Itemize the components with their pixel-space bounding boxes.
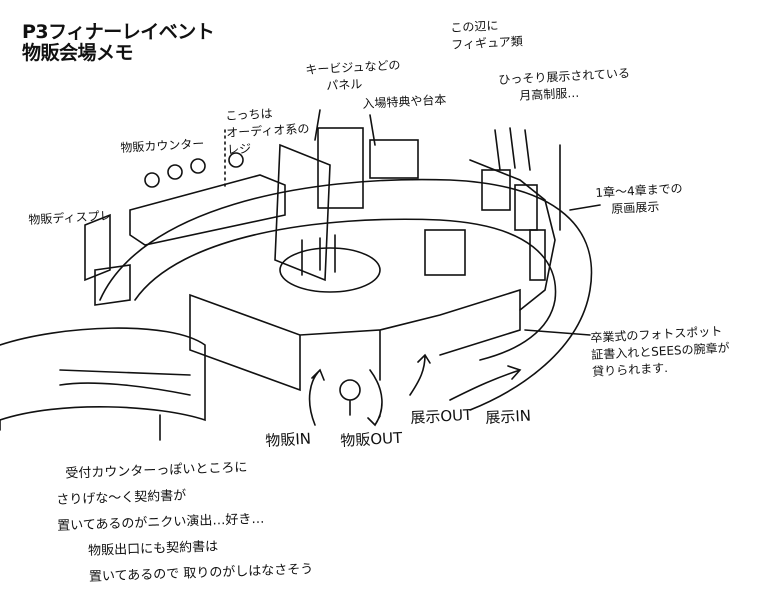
staff-figure [190, 158, 206, 174]
stool [339, 379, 361, 416]
center-platform [279, 247, 381, 293]
center-figures [301, 234, 336, 276]
reception-counter-detail [0, 369, 191, 431]
art-frame [529, 229, 546, 281]
photo-spot-label: 卒業式のフォトスポット 証書入れとSEESの腕章が 貸りられます. [590, 323, 731, 381]
title-line-1: P3フィナーレイベント [22, 21, 215, 43]
entry-bonus-shelf [369, 139, 419, 179]
front-partitions [189, 288, 521, 392]
audio-register-label: こっちは オーディオ系の レジ [225, 104, 311, 159]
staff-figure [228, 152, 244, 168]
key-visual-panel-label: キービジュなどの パネル [305, 57, 402, 96]
original-art-label: 1章〜4章までの 原画展示 [595, 180, 684, 219]
merch-in-label: 物販IN [264, 429, 312, 450]
arrow-merch-out [367, 369, 383, 427]
staff-figure [167, 164, 183, 180]
key-visual-panel [317, 127, 364, 209]
original-art-wall [469, 159, 556, 311]
bottom-note: 受付カウンターっぽいところに さりげな〜く契約書が 置いてあるのがニクい演出…好… [55, 453, 314, 592]
reception-counter [0, 327, 206, 422]
merch-counter [129, 174, 286, 246]
merch-out-label: 物販OUT [339, 428, 403, 450]
center-partition [274, 143, 331, 282]
outer-ring [99, 178, 593, 411]
arrow-merch-in [308, 368, 325, 426]
page-title: P3フィナーレイベント 物販会場メモ [22, 21, 215, 64]
exhibit-out-label: 展示OUT [409, 405, 473, 427]
exhibit-in-label: 展示IN [484, 406, 532, 427]
arrow-exhibit-in [449, 365, 522, 401]
art-frame [514, 184, 538, 231]
inner-ring [134, 218, 557, 361]
figures-label: この辺に フィギュア類 [450, 16, 523, 54]
title-line-2: 物販会場メモ [22, 42, 134, 64]
uniform-mannequins [494, 127, 531, 171]
leader-lines [159, 109, 601, 441]
uniform-label: ひっそり展示されている 月高制服… [498, 65, 631, 106]
merch-display [84, 213, 131, 306]
staff-figure [144, 172, 160, 188]
arrow-exhibit-out [409, 353, 431, 396]
art-frame [481, 169, 511, 211]
display-board [424, 229, 466, 276]
